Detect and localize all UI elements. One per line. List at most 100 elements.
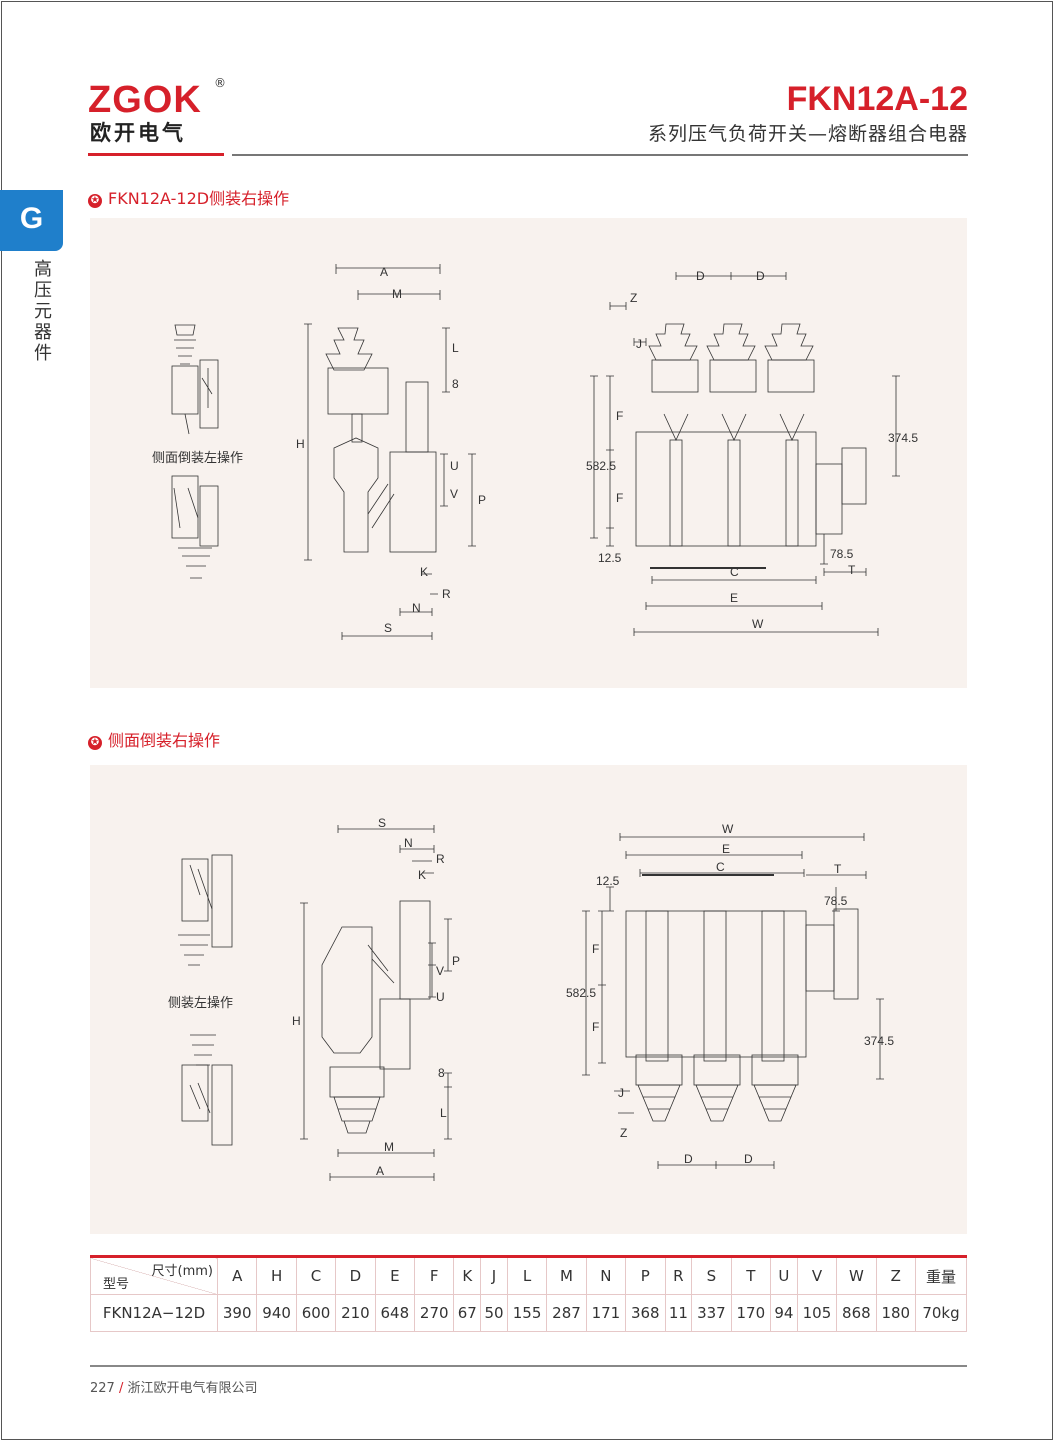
table-cell: 210 [335,1294,376,1332]
front1-dim-582-5: 582.5 [586,459,616,473]
table-header-cell: R [664,1255,693,1295]
table-cell: 94 [770,1294,798,1332]
table-header-cell: W [836,1255,877,1295]
table-cell: 648 [374,1294,416,1332]
side2-dim-8: 8 [438,1066,445,1080]
table-cell: 868 [836,1294,877,1332]
front-view-2 [582,833,884,1169]
table-cell: 170 [730,1294,772,1332]
table-header-cell: C [295,1255,337,1295]
page-number: 227 [90,1381,115,1396]
section2-drawing-panel: 侧装左操作 S N R K H V P U 8 L M A [90,765,967,1234]
side2-dim-R: R [436,852,445,866]
thumbnail-upper [178,854,233,966]
side2-dim-P: P [452,954,460,968]
table-cell: 337 [691,1294,732,1332]
table-header-cell: N [585,1255,627,1295]
side2-dim-V: V [436,964,444,978]
table-header-cell: D [335,1255,376,1295]
table-cell: 270 [414,1294,455,1332]
side1-dim-P: P [478,493,486,507]
table-row: FKN12A−12D 390 940 600 210 648 270 67 50… [90,1294,968,1332]
table-header-cell: E [374,1255,416,1295]
table-cell: 390 [216,1294,258,1332]
thumbnail-lower [171,475,219,579]
side2-dim-N: N [404,836,413,850]
table-corner-cell: 尺寸(mm) 型号 [90,1255,218,1295]
table-header-cell: M [546,1255,587,1295]
table-model-cell: FKN12A−12D [90,1294,218,1332]
table-header-cell: A [216,1255,258,1295]
front1-dim-12-5: 12.5 [598,551,622,565]
side1-dim-L: L [452,341,459,355]
side1-dim-N: N [412,601,421,615]
table-header-row: 尺寸(mm) 型号 A H C D E F K J L M N P R S T … [90,1255,968,1295]
logo-underline [88,153,224,156]
table-cell: 171 [585,1294,627,1332]
table-header-cell: T [730,1255,772,1295]
front2-dim-J: J [618,1086,624,1100]
side2-dim-A: A [376,1164,384,1178]
table-header-cell: 重量 [914,1255,968,1295]
table-cell: 67 [453,1294,482,1332]
side-view-1 [304,264,476,640]
front2-dim-D1: D [684,1152,693,1166]
side2-dim-U: U [436,990,445,1004]
front1-dim-F1: F [616,409,623,423]
star-icon: ✪ [88,194,102,208]
front1-dim-W: W [752,617,764,631]
side2-dim-K: K [418,868,426,882]
footer-rule [90,1365,967,1367]
section2-title: ✪侧面倒装右操作 [88,727,220,751]
front2-dim-F2: F [592,1020,599,1034]
front2-dim-D2: D [744,1152,753,1166]
spec-table: 尺寸(mm) 型号 A H C D E F K J L M N P R S T … [90,1255,968,1332]
front2-dim-E: E [722,842,730,856]
front1-dim-J: J [636,337,642,351]
table-cell: 368 [625,1294,666,1332]
front1-dim-T: T [848,563,856,577]
footer-separator: / [118,1381,124,1396]
side1-dim-A: A [380,265,388,279]
chapter-tab: G [0,190,63,251]
front2-dim-78-5: 78.5 [824,894,848,908]
company-name: 浙江欧开电气有限公司 [127,1381,258,1396]
front1-dim-E: E [730,591,738,605]
front-view-1 [590,272,900,636]
table-header-cell: S [691,1255,732,1295]
section1-caption: 侧面倒装左操作 [152,450,243,465]
table-header-cell: K [453,1255,482,1295]
table-cell: 155 [506,1294,548,1332]
table-cell: 287 [546,1294,587,1332]
side1-dim-K: K [420,565,428,579]
front2-dim-582-5: 582.5 [566,986,596,1000]
table-header-cell: L [506,1255,548,1295]
table-header-cell: V [796,1255,838,1295]
table-cell: 600 [295,1294,337,1332]
front2-dim-W: W [722,822,734,836]
header-rule [232,154,968,156]
side2-dim-H: H [292,1014,301,1028]
side1-dim-S: S [384,621,392,635]
table-header-cell: H [256,1255,297,1295]
front1-dim-D2: D [756,269,765,283]
chapter-label: 高压元器件 [34,259,52,364]
thumbnail-upper [171,324,219,435]
table-header-cell: F [414,1255,455,1295]
side1-dim-U: U [450,459,459,473]
side1-dim-M: M [392,287,402,301]
front1-dim-D1: D [696,269,705,283]
product-subtitle: 系列压气负荷开关—熔断器组合电器 [647,123,968,145]
side2-dim-M: M [384,1140,394,1154]
side1-dim-8: 8 [452,377,459,391]
registered-mark: ® [214,76,226,90]
front1-dim-374-5: 374.5 [888,431,918,445]
front1-dim-78-5: 78.5 [830,547,854,561]
section1-drawing-panel: 侧面倒装左操作 A M L 8 H U V P K [90,218,967,688]
side2-dim-L: L [440,1106,447,1120]
star-icon: ✪ [88,736,102,750]
table-cell: 180 [875,1294,916,1332]
side2-dim-S: S [378,816,386,830]
front1-dim-Z: Z [630,291,637,305]
